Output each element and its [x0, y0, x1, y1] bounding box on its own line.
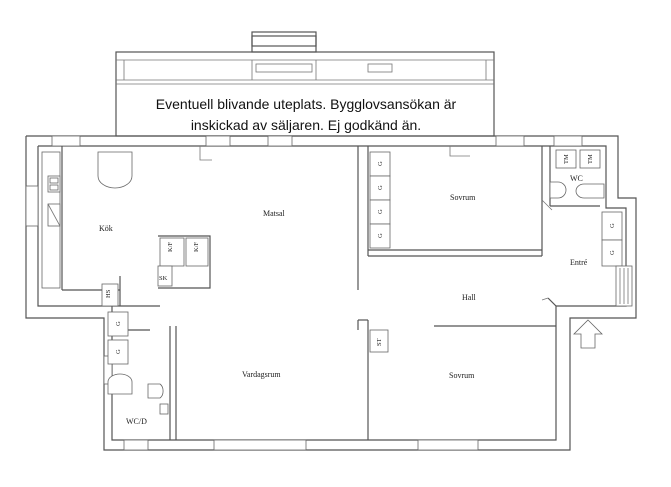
fixture-label-st: ST: [376, 338, 383, 346]
fixture-label-g: G: [609, 250, 616, 255]
fixture-label-tm-2: TM: [587, 154, 594, 164]
room-label-vardagsrum: Vardagsrum: [242, 370, 281, 379]
fixture-label-g: G: [377, 233, 384, 238]
fixture-label-g: G: [115, 321, 122, 326]
wardrobes: [107, 151, 623, 365]
fixture-label-kf-1: K/F: [167, 242, 174, 253]
terrace-note-line-2: inskickad av säljaren. Ej godkänd än.: [190, 117, 422, 133]
fixture-label-hs: HS: [105, 289, 112, 298]
room-label-entre: Entré: [570, 258, 588, 267]
fixture-label-sk: SK: [159, 275, 168, 282]
hs-cabinet: [101, 283, 119, 307]
room-label-hall: Hall: [462, 293, 477, 302]
outer-walls: [25, 135, 637, 451]
fixture-label-g: G: [377, 161, 384, 166]
fridge-freezer-1: [159, 237, 185, 267]
room-label-kok: Kök: [99, 224, 113, 233]
room-label-sovrum-2: Sovrum: [449, 371, 475, 380]
terrace-note-line-1: Eventuell blivande uteplats. Bygglovsans…: [155, 96, 457, 112]
terrace-outline: [115, 31, 495, 137]
room-label-matsal: Matsal: [263, 209, 286, 218]
fixture-label-g: G: [609, 223, 616, 228]
terrace-note: Eventuell blivande uteplats. Bygglovsans…: [118, 94, 494, 136]
sk-cabinet: [157, 265, 173, 287]
fixture-label-kf-2: K/F: [193, 242, 200, 253]
interior-walls: [61, 146, 600, 440]
fixture-label-tm-1: TM: [563, 154, 570, 164]
fridge-freezer-2: [185, 237, 209, 267]
entrance: [573, 265, 633, 349]
room-label-wc-d: WC/D: [126, 417, 147, 426]
wc-fixtures: [107, 149, 605, 415]
fixture-label-g: G: [377, 185, 384, 190]
room-label-wc: WC: [570, 174, 583, 183]
fixture-label-g: G: [115, 349, 122, 354]
fixture-label-g: G: [377, 209, 384, 214]
kitchen-fixtures: [41, 151, 209, 307]
room-label-sovrum-1: Sovrum: [450, 193, 476, 202]
entrance-arrow-icon: [573, 319, 603, 349]
